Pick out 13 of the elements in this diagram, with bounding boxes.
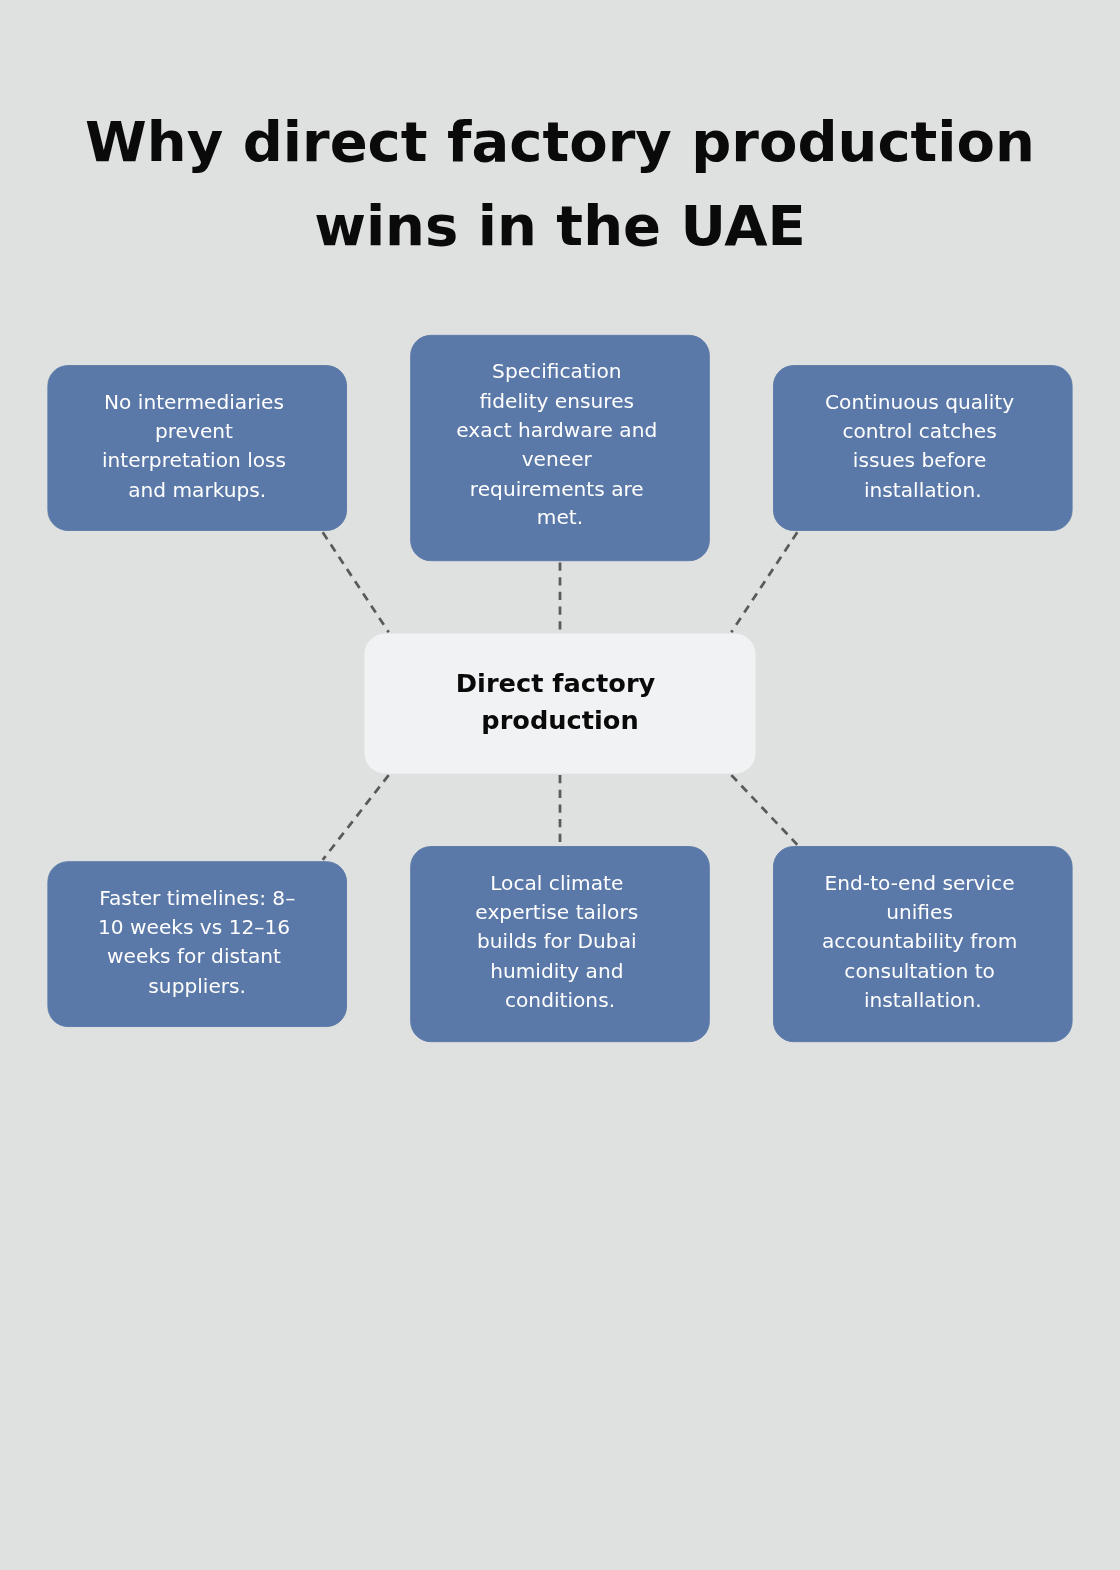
dotted-connector xyxy=(730,774,799,846)
process-box: Local climate expertise tailors builds for Dubai humidity and conditions. xyxy=(410,846,710,1043)
process-box: Specification fidelity ensures exact hardware and veneer requirements are met. xyxy=(410,334,710,562)
process-box: No intermediaries prevent interpretation loss and markups. xyxy=(47,365,347,531)
dotted-connector xyxy=(730,531,799,633)
dotted-connector xyxy=(321,531,390,633)
hub-box: Direct factory production xyxy=(364,633,756,774)
process-box: End-to-end service unifies accountability from consultation to installation. xyxy=(773,846,1073,1043)
dotted-connector xyxy=(321,774,390,861)
title: Why direct factory production wins in the UAE xyxy=(84,108,1036,260)
process-box: Continuous quality control catches issues before installation. xyxy=(773,365,1073,531)
dotted-connector xyxy=(558,775,562,845)
process-box: Faster timelines: 8–10 weeks vs 12–16 weeks for distant suppliers. xyxy=(47,861,347,1027)
